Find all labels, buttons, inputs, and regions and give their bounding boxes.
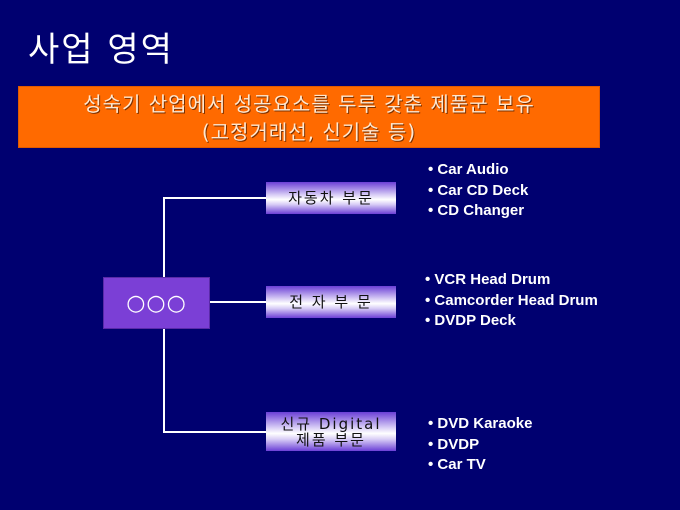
connector-to-electronics [210, 301, 266, 303]
product-item: Car CD Deck [428, 181, 528, 202]
connector-to-digital [163, 431, 266, 433]
connector-to-auto [163, 197, 266, 199]
division-label-line-2: 제품 부문 [296, 430, 366, 449]
product-item: DVD Karaoke [428, 414, 532, 435]
banner-line-2: (고정거래선, 신기술 등) [201, 120, 417, 144]
division-automotive: 자동차 부문 [266, 182, 396, 214]
electronics-products: VCR Head Drum Camcorder Head Drum DVDP D… [425, 270, 598, 332]
product-item: VCR Head Drum [425, 270, 598, 291]
division-digital: 신규 Digital 제품 부문 [266, 412, 396, 451]
automotive-products: Car Audio Car CD Deck CD Changer [428, 160, 528, 222]
product-item: CD Changer [428, 201, 528, 222]
product-item: Car Audio [428, 160, 528, 181]
product-item: DVDP [428, 435, 532, 456]
division-label-line-1: 신규 Digital [280, 414, 382, 433]
product-item: DVDP Deck [425, 311, 598, 332]
division-label: 전 자 부 문 [289, 293, 373, 311]
slide-title: 사업 영역 [28, 30, 174, 70]
connector-vertical [163, 329, 165, 433]
division-label: 자동차 부문 [288, 189, 374, 207]
division-electronics: 전 자 부 문 [266, 286, 396, 318]
product-item: Car TV [428, 455, 532, 476]
banner-line-1: 성숙기 산업에서 성공요소를 두루 갖춘 제품군 보유 [83, 92, 535, 116]
company-node: ○○○ [103, 277, 210, 329]
product-item: Camcorder Head Drum [425, 291, 597, 312]
summary-banner: 성숙기 산업에서 성공요소를 두루 갖춘 제품군 보유 (고정거래선, 신기술 … [18, 86, 600, 148]
digital-products: DVD Karaoke DVDP Car TV [428, 414, 532, 476]
connector-vertical [163, 197, 165, 277]
